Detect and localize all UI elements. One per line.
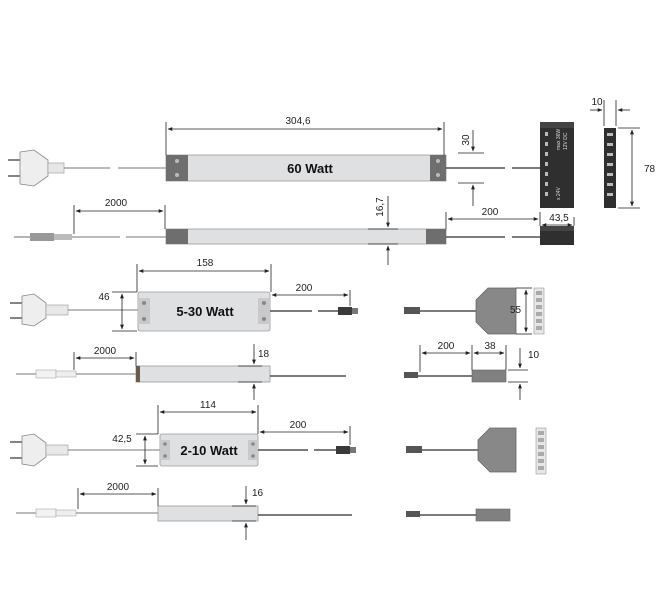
distributor-small-side: 200 38 10 [404,341,540,400]
driver-60w-side-housing [165,228,447,245]
driver-5-30w-cable-left: 2000 [94,346,117,357]
distributor-small-cable: 200 [438,341,455,352]
driver-5-30w-profile-height: 18 [258,349,270,360]
driver-60w-cable-left: 2000 [105,198,128,209]
driver-60w-housing [165,154,447,182]
distributor-large: max 36W 12V DC x 24V 10 78 [540,97,656,209]
driver-2-10w-cable-left: 2000 [107,482,130,493]
driver-60w-end-height: 30 [461,134,472,146]
distributor-marking-3: x 24V [556,187,562,200]
driver-5-30w-top-view: 5-30 Watt 158 46 200 [10,258,358,332]
euro-plug-icon [8,149,65,187]
driver-5-30w-side-housing [135,365,271,383]
distributor-small-side-2 [406,508,511,522]
euro-plug-icon [10,433,69,467]
driver-5-30w-length: 158 [197,258,214,269]
driver-2-10w-top-view: 2-10 Watt 114 42,5 200 [10,400,356,467]
connector-strip [533,287,545,335]
driver-5-30w-height: 46 [98,292,110,303]
distributor-marking-1: max 36W [556,129,562,150]
distributor-small-length: 38 [484,341,496,352]
distributor-large-width: 10 [591,97,603,108]
driver-2-10w-name: 2-10 Watt [180,443,238,458]
driver-2-10w-cable-right: 200 [290,420,307,431]
distributor-marking-2: 12V DC [563,132,569,150]
driver-2-10w-length: 114 [200,400,216,411]
distributor-small-top-2 [406,427,547,475]
distributor-small-thickness: 10 [528,350,540,361]
driver-60w-cable-right: 200 [482,207,499,218]
driver-2-10w-side-housing [157,505,259,522]
driver-60w-side-view: 2000 16,7 200 43,5 [14,196,575,265]
distributor-small-top: 55 [404,287,545,335]
driver-60w-length: 304,6 [285,116,310,127]
distributor-small-height: 55 [510,305,522,316]
driver-2-10w-side-view: 2000 16 [16,482,352,540]
driver-2-10w-profile-height: 16 [252,488,264,499]
driver-5-30w-side-view: 2000 18 [16,344,346,400]
driver-60w-top-view: 60 Watt 304,6 30 [8,116,540,206]
driver-60w-name: 60 Watt [287,161,333,176]
driver-5-30w-name: 5-30 Watt [176,304,234,319]
connector-strip [535,427,547,475]
distributor-large-depth: 43,5 [549,213,569,224]
driver-5-30w-cable-right: 200 [296,283,313,294]
euro-plug-icon [10,293,69,327]
driver-2-10w-height: 42,5 [112,434,132,445]
distributor-large-height: 78 [644,164,656,175]
driver-60w-profile-height: 16,7 [375,197,386,217]
